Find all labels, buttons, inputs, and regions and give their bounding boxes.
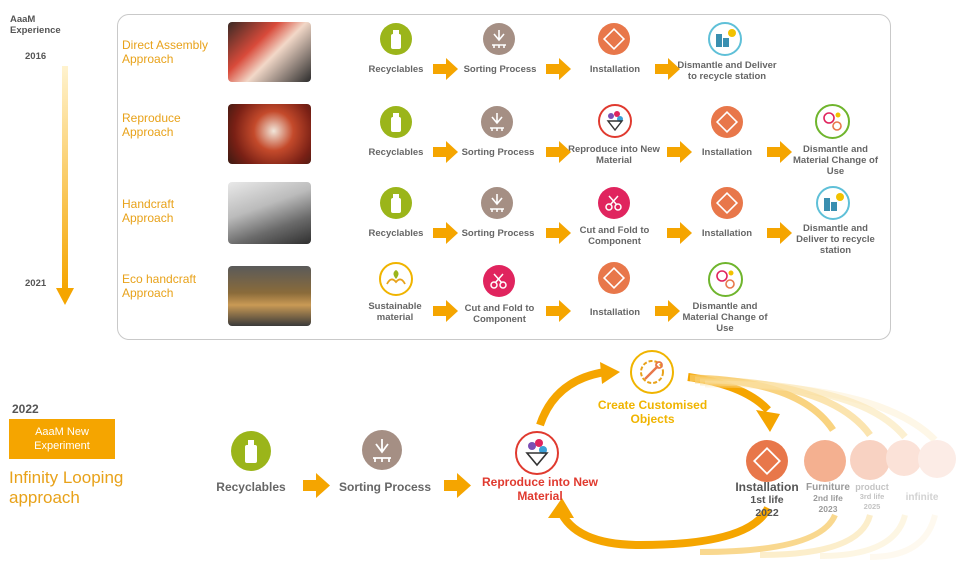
installation-title: Installation (735, 480, 799, 494)
arrow-icon (546, 58, 571, 80)
install-icon (746, 440, 788, 482)
timeline-title: AaaM Experience (10, 14, 61, 36)
approaches-panel (117, 14, 891, 340)
reproduce-photo (228, 104, 311, 164)
material-change-icon (815, 104, 850, 139)
third-life-year: 2025 (863, 502, 881, 511)
handcraft-photo (228, 182, 311, 244)
eco-handcraft-photo (228, 266, 311, 326)
install-icon (598, 262, 630, 294)
row2-step3-label: Reproduce into New Material (568, 144, 660, 166)
row2-step2-label: Sorting Process (461, 147, 535, 158)
first-life-label: 1st life (750, 494, 784, 506)
product-life-circle (850, 440, 890, 480)
arrow-icon (433, 141, 458, 163)
scissors-icon (483, 265, 515, 297)
arrow-icon (548, 498, 574, 518)
second-life-year: 2023 (818, 504, 838, 514)
bottom-recyclables-label: Recyclables (216, 480, 286, 494)
reproduce-icon (515, 431, 559, 475)
timeline-year-end: 2021 (25, 278, 47, 289)
arrow-icon (667, 141, 692, 163)
arrow-icon (546, 222, 571, 244)
infinite-label: infinite (905, 492, 939, 503)
bottle-icon (231, 431, 271, 471)
arrow-icon (433, 58, 458, 80)
row3-step1-label: Recyclables (368, 228, 424, 239)
reproduce-icon (598, 104, 632, 138)
new-experiment-badge: AaaM New Experiment (9, 419, 115, 459)
timeline-arrow (56, 66, 74, 305)
row2-step5-label: Dismantle and Material Change of Use (793, 144, 878, 177)
furniture-title: Furniture (806, 482, 850, 493)
arrow-icon (444, 473, 471, 498)
bottle-icon (380, 23, 412, 55)
row4-step4-label: Dismantle and Material Change of Use (682, 301, 768, 334)
infinite-life-circle-faded (918, 440, 956, 478)
row4-step3-label: Installation (589, 307, 641, 318)
arrow-icon (303, 473, 330, 498)
arrow-icon (655, 58, 680, 80)
infinite-life-circle (886, 440, 922, 476)
row3-step2-label: Sorting Process (461, 228, 535, 239)
city-recycle-icon (708, 22, 742, 56)
customised-objects-label: Create Customised Objects (597, 398, 708, 426)
gear-wrench-icon (630, 350, 674, 394)
approach-eco-handcraft: Eco handcraft Approach (122, 272, 197, 300)
material-change-icon (708, 262, 743, 297)
arrow-icon (655, 300, 680, 322)
sorting-hand-icon (362, 430, 402, 470)
sorting-hand-icon (481, 106, 513, 138)
furniture-label: Furniture 2nd life 2023 (800, 482, 856, 515)
new-experiment-year: 2022 (12, 402, 39, 416)
row3-step5-label: Dismantle and Deliver to recycle station (796, 223, 875, 256)
approach-handcraft: Handcraft Approach (122, 197, 175, 225)
install-icon (711, 187, 743, 219)
approach-reproduce: Reproduce Approach (122, 111, 181, 139)
bottle-icon (380, 187, 412, 219)
row3-step4-label: Installation (701, 228, 753, 239)
row4-step2-label: Cut and Fold to Component (464, 303, 535, 325)
arrow-icon (546, 300, 571, 322)
row1-step2-label: Sorting Process (463, 64, 537, 75)
install-icon (598, 23, 630, 55)
furniture-life-circle (804, 440, 846, 482)
row2-step4-label: Installation (701, 147, 753, 158)
arrow-icon (767, 141, 792, 163)
sorting-hand-icon (483, 23, 515, 55)
row4-step1-label: Sustainable material (368, 301, 422, 323)
row2-step1-label: Recyclables (368, 147, 424, 158)
third-life-label: 3rd life (859, 492, 885, 501)
install-icon (711, 106, 743, 138)
hands-leaf-icon (379, 262, 413, 296)
arrow-icon (600, 362, 620, 384)
row3-step3-label: Cut and Fold to Component (579, 225, 650, 247)
infinity-looping-title: Infinity Looping approach (9, 468, 124, 507)
bottom-reproduce-label: Reproduce into New Material (481, 475, 598, 503)
city-recycle-icon (816, 186, 850, 220)
row1-step3-label: Installation (589, 64, 641, 75)
arrow-icon (756, 410, 780, 432)
bottle-icon (380, 106, 412, 138)
approach-direct-assembly: Direct Assembly Approach (122, 38, 209, 66)
arrow-icon (667, 222, 692, 244)
timeline-year-start: 2016 (25, 51, 47, 62)
sorting-hand-icon (481, 187, 513, 219)
product-label: product 3rd life 2025 (848, 482, 896, 512)
row1-step4-label: Dismantle and Deliver to recycle station (677, 60, 777, 82)
direct-assembly-photo (228, 22, 311, 82)
arrow-icon (546, 141, 571, 163)
row1-step1-label: Recyclables (368, 64, 424, 75)
installation-label: Installation 1st life 2022 (727, 481, 807, 520)
scissors-icon (598, 187, 630, 219)
bottom-sorting-label: Sorting Process (338, 480, 432, 494)
product-title: product (855, 482, 889, 492)
first-life-year: 2022 (755, 507, 779, 519)
second-life-label: 2nd life (813, 493, 843, 503)
arrow-icon (433, 300, 458, 322)
arrow-icon (433, 222, 458, 244)
arrow-icon (767, 222, 792, 244)
